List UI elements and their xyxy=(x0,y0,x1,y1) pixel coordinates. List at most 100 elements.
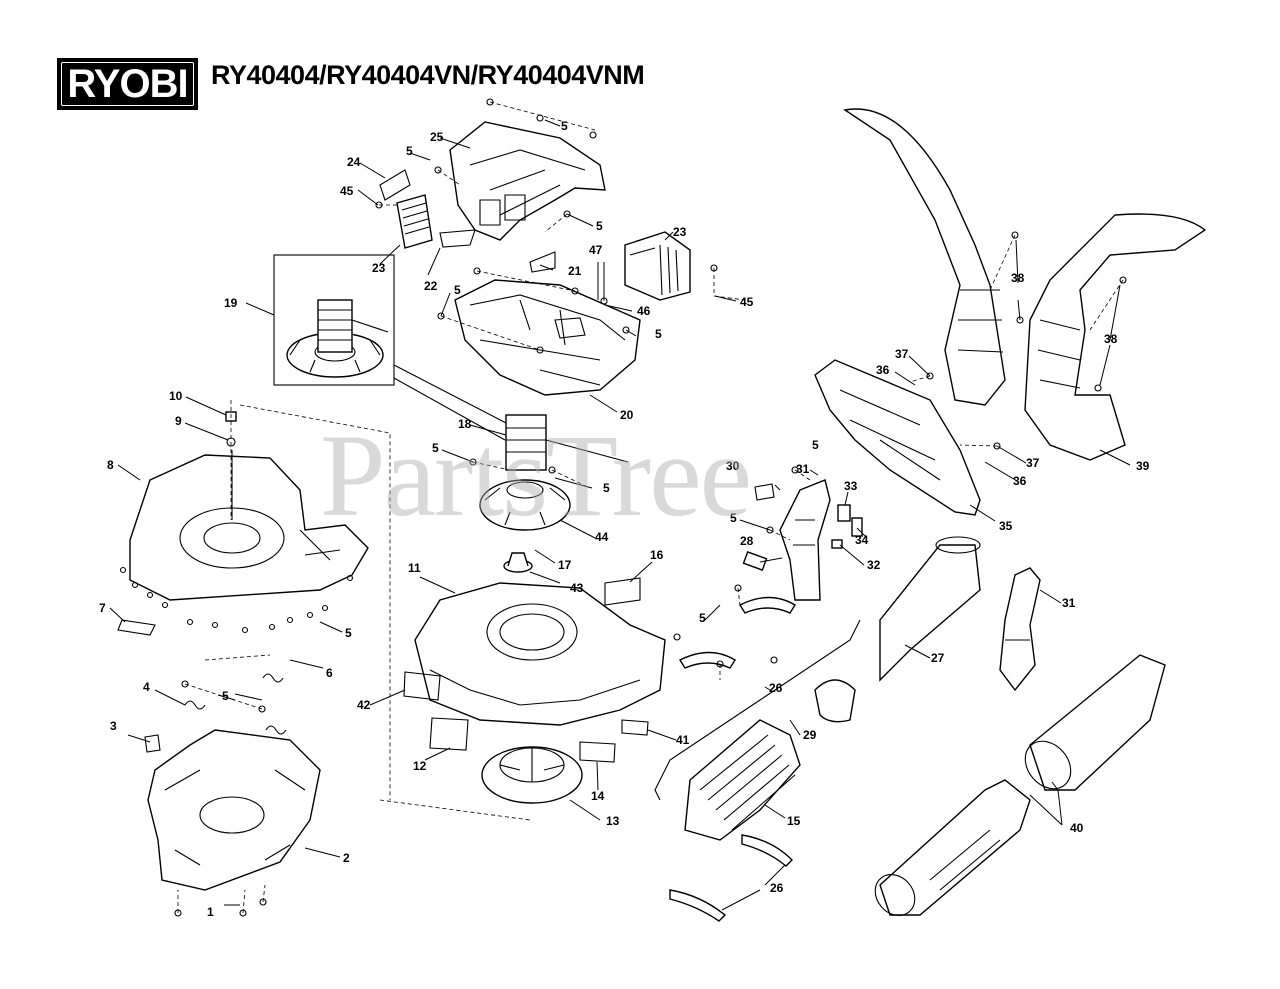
part-23-filter-left xyxy=(396,194,433,249)
callout-40: 40 xyxy=(1070,821,1084,835)
part-7-label xyxy=(117,619,156,636)
callout-34: 34 xyxy=(855,533,869,547)
ryobi-logo: RYOBI xyxy=(57,58,198,110)
leader-lines xyxy=(109,119,1131,911)
part-15-flex-hose xyxy=(684,719,801,841)
callout-43: 43 xyxy=(570,581,584,595)
part-21-label xyxy=(529,251,556,273)
part-12-label xyxy=(429,717,469,751)
callout-5: 5 xyxy=(222,689,229,703)
callout-41: 41 xyxy=(676,733,690,747)
part-43-hub xyxy=(503,552,533,573)
callout-23b: 23 xyxy=(673,225,687,239)
callout-15: 15 xyxy=(787,814,801,828)
callout-32: 32 xyxy=(867,558,881,572)
callout-44: 44 xyxy=(595,530,609,544)
callout-labels: 1 2 3 4 5 6 7 8 9 10 11 12 13 14 15 16 1… xyxy=(99,119,1150,919)
part-18-motor xyxy=(505,414,629,471)
part-31-handle-bracket xyxy=(779,479,831,601)
part-19-motor-inset xyxy=(273,254,395,386)
part-42-label xyxy=(403,671,441,701)
callout-11: 11 xyxy=(408,561,421,575)
callout-5b: 5 xyxy=(561,119,568,133)
part-26-clamp-a xyxy=(738,596,796,614)
callout-5d: 5 xyxy=(596,219,603,233)
part-39-handle-right xyxy=(1024,213,1207,461)
part-39-handle-left xyxy=(843,108,1006,406)
part-27-tube xyxy=(814,536,981,723)
logo-text: RYOBI xyxy=(67,62,188,106)
part-4-spring-a xyxy=(184,700,206,710)
callout-5f: 5 xyxy=(655,327,662,341)
part-24-label xyxy=(379,169,411,201)
part-13-impeller xyxy=(481,746,583,804)
callout-27: 27 xyxy=(931,651,945,665)
callout-31b: 31 xyxy=(1062,596,1076,610)
callout-42: 42 xyxy=(357,698,371,712)
part-28-connector xyxy=(742,551,768,571)
callout-10: 10 xyxy=(169,389,183,403)
callout-12: 12 xyxy=(413,759,427,773)
callout-26b: 26 xyxy=(770,881,784,895)
callout-25: 25 xyxy=(430,130,444,144)
logo-border xyxy=(61,62,194,106)
part-31-end-cap xyxy=(999,567,1041,692)
part-20-housing-lower xyxy=(454,279,641,396)
callout-3: 3 xyxy=(110,719,117,733)
callout-22: 22 xyxy=(424,279,438,293)
part-41-label xyxy=(621,719,649,736)
part-29-cable xyxy=(654,619,861,801)
callout-38b: 38 xyxy=(1104,332,1118,346)
part-3-label xyxy=(144,734,161,753)
callout-5h: 5 xyxy=(603,481,610,495)
callout-4: 4 xyxy=(143,680,150,694)
part-26-clamp-d xyxy=(669,889,727,922)
callout-8: 8 xyxy=(107,458,114,472)
callout-38a: 38 xyxy=(1011,271,1025,285)
callout-37b: 37 xyxy=(1026,456,1040,470)
part-34-trigger xyxy=(851,517,863,537)
part-33-switch xyxy=(837,504,851,522)
part-40-nozzle-tube-lower xyxy=(874,779,1031,916)
part-23-filter-right xyxy=(624,231,691,301)
callout-36a: 36 xyxy=(876,363,890,377)
part-30-label xyxy=(754,483,775,501)
callout-13: 13 xyxy=(606,814,620,828)
part-11-blower-housing xyxy=(414,582,666,726)
callout-45a: 45 xyxy=(340,184,354,198)
callout-29: 29 xyxy=(803,728,817,742)
callout-35: 35 xyxy=(999,519,1013,533)
part-40-nozzle-tube-upper xyxy=(1024,654,1166,791)
callout-2: 2 xyxy=(343,851,350,865)
callout-1: 1 xyxy=(207,905,214,919)
callout-17: 17 xyxy=(558,558,572,572)
callout-26a: 26 xyxy=(769,681,783,695)
assembly-lines xyxy=(177,101,1124,914)
callout-30: 30 xyxy=(726,459,740,473)
part-2-base xyxy=(147,729,321,891)
callout-46: 46 xyxy=(637,304,651,318)
part-35-handle-housing xyxy=(814,359,981,516)
part-32-clip xyxy=(831,539,843,549)
callout-14: 14 xyxy=(591,789,605,803)
part-26-clamp-c xyxy=(741,834,793,867)
callout-39: 39 xyxy=(1136,459,1150,473)
model-title: RY40404/RY40404VN/RY40404VNM xyxy=(211,60,645,90)
callout-45b: 45 xyxy=(740,295,754,309)
callout-5c: 5 xyxy=(406,144,413,158)
callout-5j: 5 xyxy=(812,438,819,452)
callout-9: 9 xyxy=(175,414,182,428)
part-4-spring-c xyxy=(265,725,287,735)
callout-6: 6 xyxy=(326,666,333,680)
callout-24: 24 xyxy=(347,155,361,169)
callout-47: 47 xyxy=(589,243,603,257)
part-25-housing-top xyxy=(449,121,606,241)
callout-5g: 5 xyxy=(432,441,439,455)
part-26-clamp-b xyxy=(678,651,736,669)
callout-23a: 23 xyxy=(372,261,386,275)
callout-5k: 5 xyxy=(699,611,706,625)
callout-16: 16 xyxy=(650,548,664,562)
watermark: PartsTree xyxy=(320,410,752,541)
